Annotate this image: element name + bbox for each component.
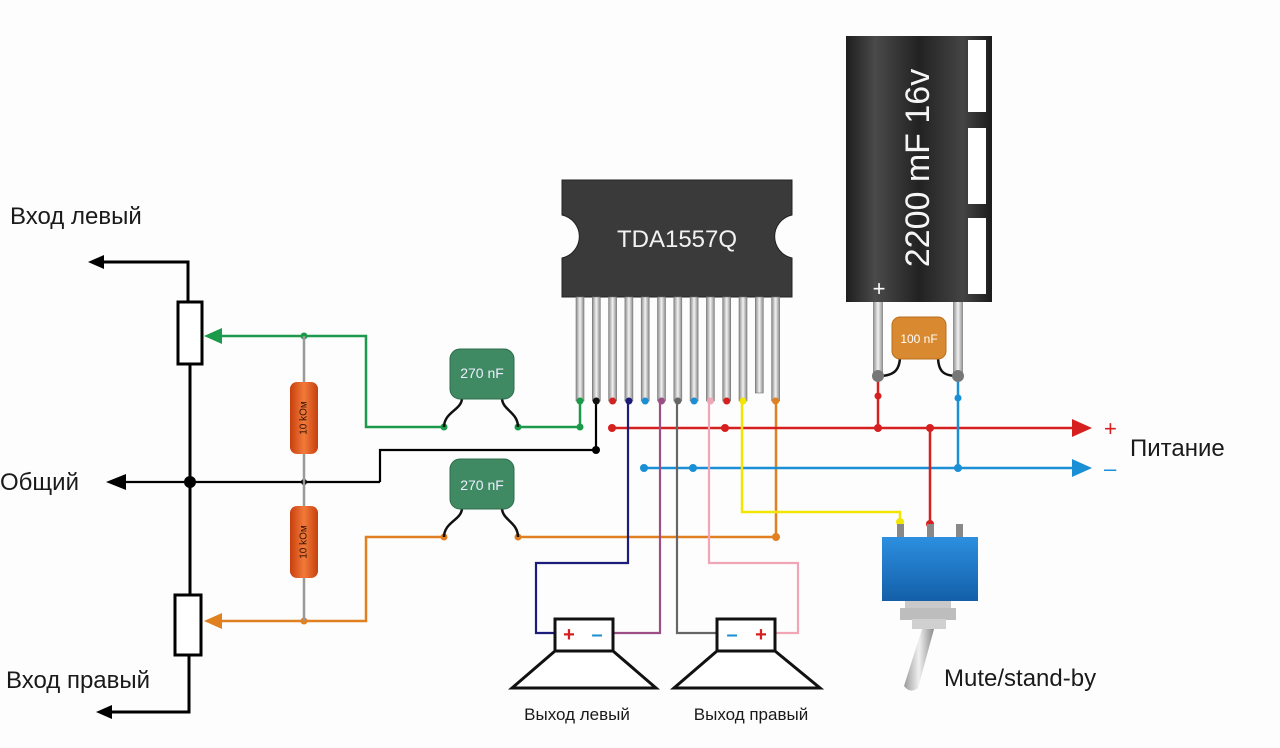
pin-terminal <box>723 397 731 405</box>
chip-pin <box>754 296 764 394</box>
wire-input-right <box>110 655 191 714</box>
capacitor-100nf <box>891 316 947 360</box>
potentiometer-right <box>173 593 203 657</box>
arrow-right-wiper-icon <box>204 613 222 629</box>
chip-pin <box>673 296 683 402</box>
capacitor-2200mf: 2200 mF 16v + 100 nF <box>846 36 992 468</box>
pin-terminal <box>641 397 649 405</box>
pin-terminal <box>576 397 584 405</box>
pin-terminal <box>609 397 617 405</box>
svg-text:270 nF: 270 nF <box>460 477 504 493</box>
svg-text:–: – <box>726 624 737 646</box>
speaker-left: + – Выход левый <box>507 617 661 724</box>
pin-terminal <box>690 397 698 405</box>
power-rails: + – Питание <box>608 402 1225 528</box>
chip-pin <box>771 296 780 402</box>
toggle-lever <box>904 629 934 691</box>
chip-pin <box>624 296 634 402</box>
common-label: Общий <box>0 469 79 496</box>
mute-label: Mute/stand-by <box>944 665 1096 692</box>
input-right-label: Вход правый <box>6 667 150 694</box>
svg-text:–: – <box>591 624 602 646</box>
pin-terminal <box>772 397 780 405</box>
power-minus-sign: – <box>1104 456 1117 481</box>
input-left-label: Вход левый <box>10 203 142 230</box>
output-left-label: Выход левый <box>524 705 630 724</box>
mute-switch[interactable]: Mute/stand-by <box>882 524 1096 692</box>
pin-terminal <box>592 397 600 405</box>
arrow-input-left-icon <box>88 255 104 269</box>
arrow-plus-icon <box>1072 419 1092 437</box>
junction-common <box>184 476 196 488</box>
chip-pin <box>738 296 748 402</box>
svg-text:270 nF: 270 nF <box>460 365 504 381</box>
chip-pin <box>722 296 732 402</box>
chip-pin <box>591 296 601 402</box>
chip-label: TDA1557Q <box>617 226 737 253</box>
resistor-top: 10 kОм <box>290 382 318 454</box>
input-capacitor-right: 270 nF <box>442 458 520 538</box>
power-plus-sign: + <box>1104 416 1117 441</box>
chip-pin <box>608 296 617 402</box>
svg-text:10 kОм: 10 kОм <box>299 525 310 559</box>
chip-pin <box>689 296 699 402</box>
resistor-bottom: 10 kОм <box>290 506 318 578</box>
arrow-input-right-icon <box>96 705 112 719</box>
wire-ground-chip <box>378 402 598 482</box>
power-label: Питание <box>1130 435 1225 462</box>
arrow-minus-icon <box>1072 459 1092 477</box>
wire-left-signal <box>220 334 444 429</box>
wire-input-left <box>100 260 190 305</box>
chip-tda1557q: TDA1557Q <box>561 179 793 405</box>
speaker-wires <box>534 402 800 635</box>
input-capacitor-left: 270 nF <box>442 348 520 428</box>
svg-text:2200 mF 16v: 2200 mF 16v <box>899 69 937 267</box>
arrow-left-wiper-icon <box>204 328 222 344</box>
wire-right-signal <box>222 535 444 623</box>
chip-pin <box>657 296 666 402</box>
output-right-label: Выход правый <box>694 705 808 724</box>
svg-text:+: + <box>873 276 886 301</box>
potentiometer-left <box>176 300 204 366</box>
chip-pin <box>575 296 585 402</box>
chip-pin <box>706 296 715 402</box>
chip-pin <box>640 296 650 402</box>
arrow-common-icon <box>106 474 126 490</box>
speaker-right: – + Выход правый <box>669 617 825 724</box>
svg-text:+: + <box>755 624 767 646</box>
svg-text:10 kОм: 10 kОм <box>299 401 310 435</box>
svg-text:+: + <box>563 624 575 646</box>
wire-mute <box>740 402 902 524</box>
chip-pins <box>575 296 780 405</box>
svg-text:100 nF: 100 nF <box>900 332 937 346</box>
input-network: 10 kОм 10 kОм 270 nF 270 nF <box>88 255 780 719</box>
